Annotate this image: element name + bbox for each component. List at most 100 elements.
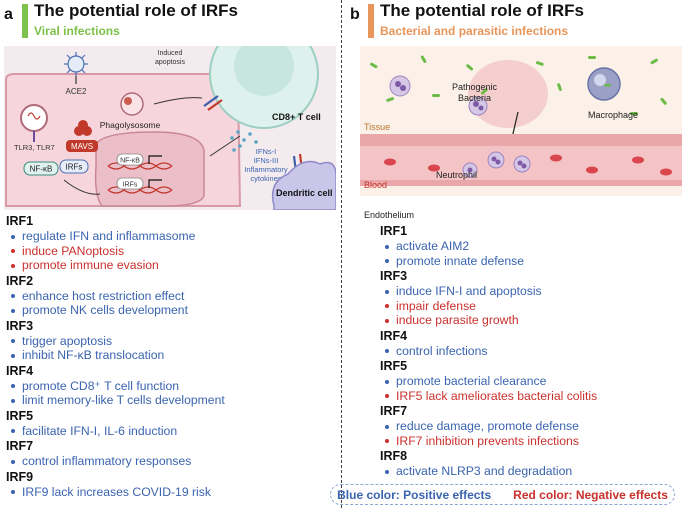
tissue-label: Tissue xyxy=(364,122,390,132)
panel-b-header: b The potential role of IRFs Bacterial a… xyxy=(346,0,685,42)
irf-name: IRF7 xyxy=(6,439,34,453)
irfs-label: IRFs xyxy=(66,163,83,172)
irf-name: IRF1 xyxy=(380,224,408,238)
blood-neutrophils xyxy=(462,151,531,178)
panel-b-subtitle: Bacterial and parasitic infections xyxy=(380,24,569,38)
positive-effect-item: enhance host restriction effect xyxy=(6,289,225,304)
migration-arrow-1 xyxy=(511,111,519,139)
nfkb-label: NF-κB xyxy=(30,165,53,174)
nfkb-gene-box xyxy=(116,153,144,166)
mavs-box xyxy=(66,140,98,152)
mavs-label: MAVS xyxy=(71,142,93,151)
virus-icon xyxy=(64,52,88,76)
negative-effect-item: induce PANoptosis xyxy=(6,244,225,259)
irf-name: IRF5 xyxy=(6,408,34,423)
macrophage-icon xyxy=(587,67,621,101)
panel-b-title: The potential role of IRFs xyxy=(380,1,585,20)
positive-effect-item: activate AIM2 xyxy=(380,239,597,254)
positive-effect-item: inhibit NF-κB translocation xyxy=(6,348,225,363)
irfs-pill xyxy=(59,159,89,174)
tlr-label: TLR3, TLR7 xyxy=(14,143,55,152)
pathogenic-label: Pathogenic xyxy=(452,82,498,92)
tissue-neutrophils xyxy=(389,75,488,116)
blood-label: Blood xyxy=(364,180,387,190)
irfs-gene-box xyxy=(116,177,144,190)
inflammation-glow xyxy=(468,60,548,128)
negative-effect-item: induce parasite growth xyxy=(380,313,597,328)
positive-effect-item: limit memory-like T cells development xyxy=(6,393,225,408)
transcription-arrow-2 xyxy=(148,179,162,188)
positive-effect-item: promote innate defense xyxy=(380,254,597,269)
panel-a-header: a The potential role of IRFs Viral infec… xyxy=(0,0,340,42)
irf-name: IRF9 xyxy=(6,469,34,484)
phagolysosome-content xyxy=(124,97,132,105)
effect-legend: Blue color: Positive effects Red color: … xyxy=(330,484,675,505)
panel-b-letter: b xyxy=(350,6,360,23)
panel-b: b The potential role of IRFs Bacterial a… xyxy=(346,0,685,508)
panel-a: a The potential role of IRFs Viral infec… xyxy=(0,0,340,508)
bacteria-label: Bacteria xyxy=(458,93,491,103)
endothelium-label: Endothelium xyxy=(364,210,414,220)
positive-effect-item: control inflammatory responses xyxy=(6,454,225,469)
irf-name: IRF4 xyxy=(6,363,34,378)
irf-name: IRF7 xyxy=(380,404,408,418)
dendritic-cell xyxy=(271,160,336,210)
positive-effect-item: trigger apoptosis xyxy=(6,334,225,349)
macrophage-label: Macrophage xyxy=(588,110,638,120)
phagolysosome-arrow xyxy=(153,97,203,105)
cytokine-dots xyxy=(230,130,258,152)
cd8-label: CD8+ T cell xyxy=(272,112,321,122)
positive-effect-item: promote NK cells development xyxy=(6,303,225,318)
induced-label: Induced xyxy=(158,50,183,57)
panel-a-subtitle: Viral infections xyxy=(34,24,120,38)
panel-a-accent-bar xyxy=(22,4,28,38)
panel-a-letter: a xyxy=(4,6,13,23)
translocation-arrow xyxy=(63,179,101,195)
irf-name: IRF3 xyxy=(380,269,408,283)
panel-b-accent-bar xyxy=(368,4,374,38)
positive-effect-item: promote bacterial clearance xyxy=(380,374,597,389)
irf-name: IRF8 xyxy=(380,449,408,463)
cytokines-label: cytokines xyxy=(250,174,282,183)
nfkb-pill xyxy=(23,161,59,176)
phagolysosome xyxy=(120,92,144,116)
cytokine-arrow xyxy=(209,135,241,157)
negative-effect-item: impair defense xyxy=(380,299,597,314)
red-blood-cells xyxy=(384,154,672,176)
irfs-gene-label: IRFs xyxy=(123,182,138,189)
negative-effect-item: promote immune evasion xyxy=(6,258,225,273)
irf-name: IRF2 xyxy=(6,273,34,288)
panel-a-title: The potential role of IRFs xyxy=(34,1,239,20)
inflammatory-label: Inflammatory xyxy=(244,165,288,174)
negative-effect-item: IRF7 inhibition prevents infections xyxy=(380,434,597,449)
positive-effect-item: promote CD8⁺ T cell function xyxy=(6,379,225,394)
irf-name: IRF3 xyxy=(6,318,34,333)
ace2-label: ACE2 xyxy=(66,87,87,96)
negative-effect-item: IRF5 lack ameliorates bacterial colitis xyxy=(380,389,597,404)
transcription-arrow-1 xyxy=(148,155,162,164)
mitochondrion-icon xyxy=(74,120,92,136)
viral-infection-illustration: NF-κB IRFs ACE2 TLR3, TLR7 xyxy=(4,46,336,210)
irf-name: IRF1 xyxy=(6,214,34,228)
bacterial-infection-illustration: Pathogenic Bacteria Macrophage Tissue xyxy=(360,46,682,224)
irf-name: IRF5 xyxy=(380,359,408,373)
panel-divider xyxy=(341,0,342,508)
apoptosis-label: apoptosis xyxy=(155,59,185,66)
ifn3-label: IFNs-III xyxy=(254,156,279,165)
legend-positive: Blue color: Positive effects xyxy=(337,487,492,502)
viral-rna xyxy=(27,112,41,120)
endothelium-upper xyxy=(360,134,682,146)
